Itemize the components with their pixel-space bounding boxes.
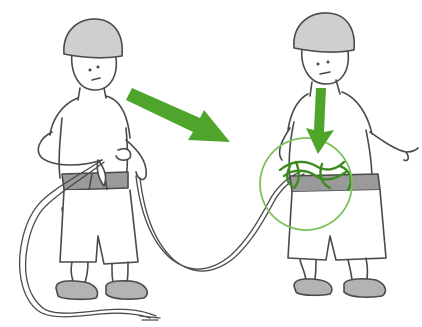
left-eye bbox=[89, 69, 92, 72]
right-shoe bbox=[106, 281, 147, 299]
left-hand bbox=[116, 149, 131, 160]
right-eye-2 bbox=[327, 61, 330, 64]
right-climber-right-shoe bbox=[344, 279, 385, 297]
left-eye-2 bbox=[97, 66, 100, 69]
left-climber-helmet bbox=[64, 19, 122, 58]
left-shorts bbox=[60, 190, 138, 264]
right-climber-head bbox=[302, 48, 349, 84]
right-climber-right-arm bbox=[370, 132, 418, 161]
right-eye bbox=[317, 63, 320, 66]
right-arm bbox=[126, 140, 146, 179]
right-climber-helmet bbox=[294, 13, 354, 52]
left-climber bbox=[38, 19, 147, 299]
left-harness-waist bbox=[62, 172, 128, 190]
right-shorts bbox=[288, 190, 386, 260]
right-climber-left-shoe bbox=[294, 279, 332, 295]
left-climber-torso bbox=[50, 96, 130, 178]
left-shoe bbox=[56, 281, 98, 299]
right-climber bbox=[280, 13, 418, 297]
arrow-right-down-icon bbox=[126, 88, 230, 142]
left-arm bbox=[38, 132, 102, 165]
